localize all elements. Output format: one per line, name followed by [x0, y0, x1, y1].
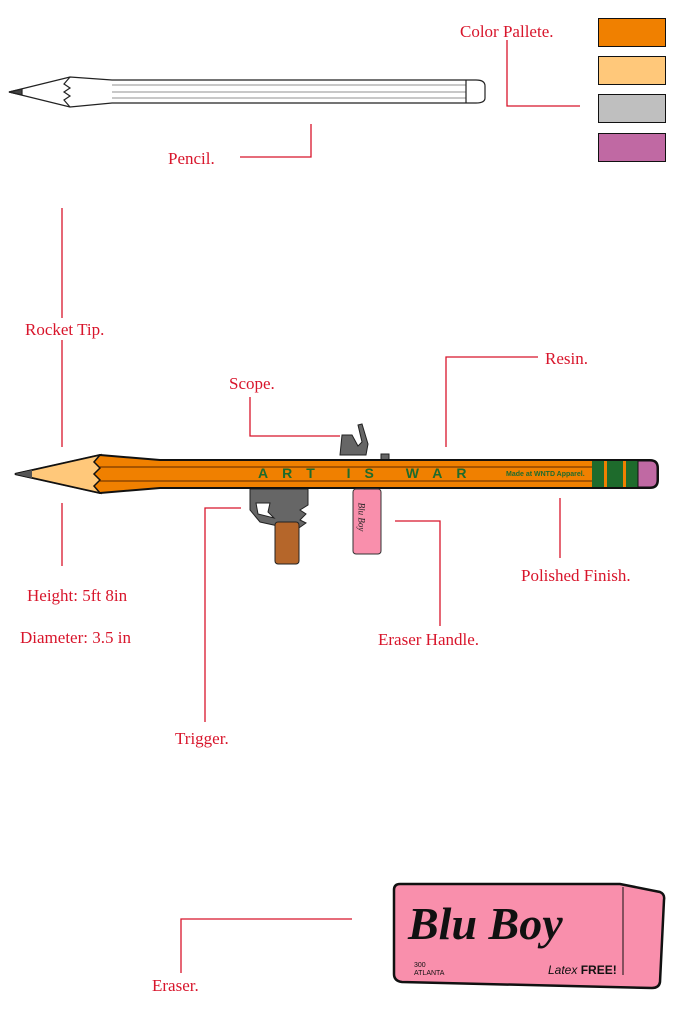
- swatch-gray: [598, 94, 666, 123]
- pencil-leader: [240, 124, 312, 158]
- resin-leader: [445, 356, 538, 447]
- scope-leader: [249, 397, 340, 437]
- scope-shape: [339, 423, 369, 456]
- eraser-label: Eraser.: [152, 976, 199, 995]
- pencil-label: Pencil.: [168, 149, 215, 168]
- outline-pencil: [8, 76, 486, 108]
- trigger-label: Trigger.: [175, 729, 229, 748]
- leader-lines: [61, 40, 580, 973]
- eraser-handle-shape: [352, 488, 382, 555]
- color-palette-label: Color Pallete.: [460, 22, 554, 41]
- eraser-city: ATLANTA: [414, 970, 445, 977]
- eraser-model: 300 ATLANTA: [414, 962, 444, 978]
- scope-label: Scope.: [229, 374, 275, 393]
- diameter-label: Diameter: 3.5 in: [20, 628, 131, 647]
- eraser-leader: [180, 918, 352, 973]
- trigger-leader: [204, 507, 241, 722]
- resin-label: Resin.: [545, 349, 588, 368]
- polished-finish-label: Polished Finish.: [521, 566, 631, 585]
- maker-text: Made at WNTD Apparel.: [506, 471, 585, 478]
- palette-leader: [506, 40, 580, 107]
- slogan-text: ART IS WAR: [258, 465, 481, 481]
- grip-shape: [274, 521, 300, 565]
- eraser-model-number: 300: [414, 962, 426, 969]
- swatch-purple: [598, 133, 666, 162]
- rocket-tip-label: Rocket Tip.: [25, 320, 105, 339]
- free-text: FREE!: [580, 963, 617, 977]
- eraser-shape: [392, 882, 666, 990]
- eraser-latex-free: Latex FREE!: [548, 963, 617, 977]
- eraser-handle-leader: [395, 520, 441, 626]
- rocket-pencil: [14, 423, 659, 565]
- eraser-brand: Blu Boy: [408, 898, 563, 949]
- swatch-light-orange: [598, 56, 666, 85]
- eraser-handle-label: Eraser Handle.: [378, 630, 480, 649]
- handle-brand-text: Blu Boy: [356, 502, 367, 532]
- latex-text: Latex: [548, 963, 578, 977]
- trigger-shape: [249, 488, 309, 531]
- swatch-orange: [598, 18, 666, 47]
- height-label: Height: 5ft 8in: [27, 586, 128, 605]
